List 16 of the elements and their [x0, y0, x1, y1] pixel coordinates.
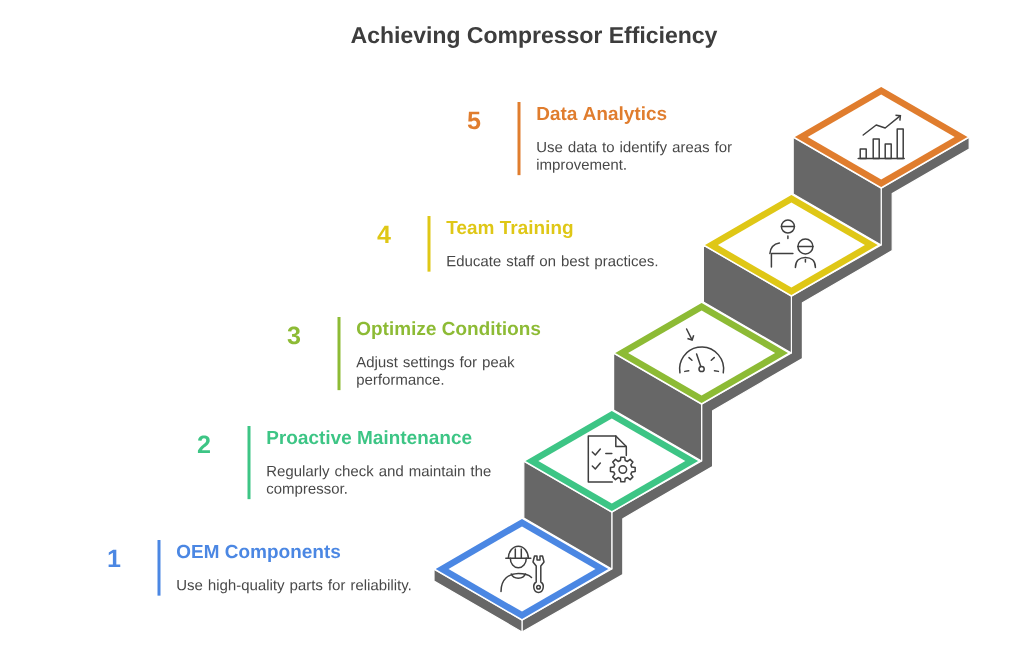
step-heading: Data Analytics	[537, 106, 667, 124]
step-number: 3	[287, 326, 301, 345]
step-description: Educate staff on best practices.	[447, 255, 658, 270]
step-number: 4	[377, 225, 391, 243]
step-heading: Proactive Maintenance	[267, 430, 472, 445]
step-heading: OEM Components	[177, 544, 341, 562]
step-number: 2	[197, 435, 210, 453]
step-description: Use high-quality parts for reliability.	[177, 579, 411, 594]
step-description: Regularly check and maintain the compressor.	[266, 465, 491, 497]
step-number: 1	[108, 549, 121, 567]
step-description: Use data to identify areas for improvement.	[537, 141, 732, 173]
step-number: 5	[467, 111, 481, 130]
title: Achieving Compressor Efficiency	[351, 26, 718, 48]
step-heading: Optimize Conditions	[357, 321, 541, 339]
step-heading: Team Training	[446, 220, 573, 239]
step-description: Adjust settings for peak performance.	[356, 356, 515, 388]
